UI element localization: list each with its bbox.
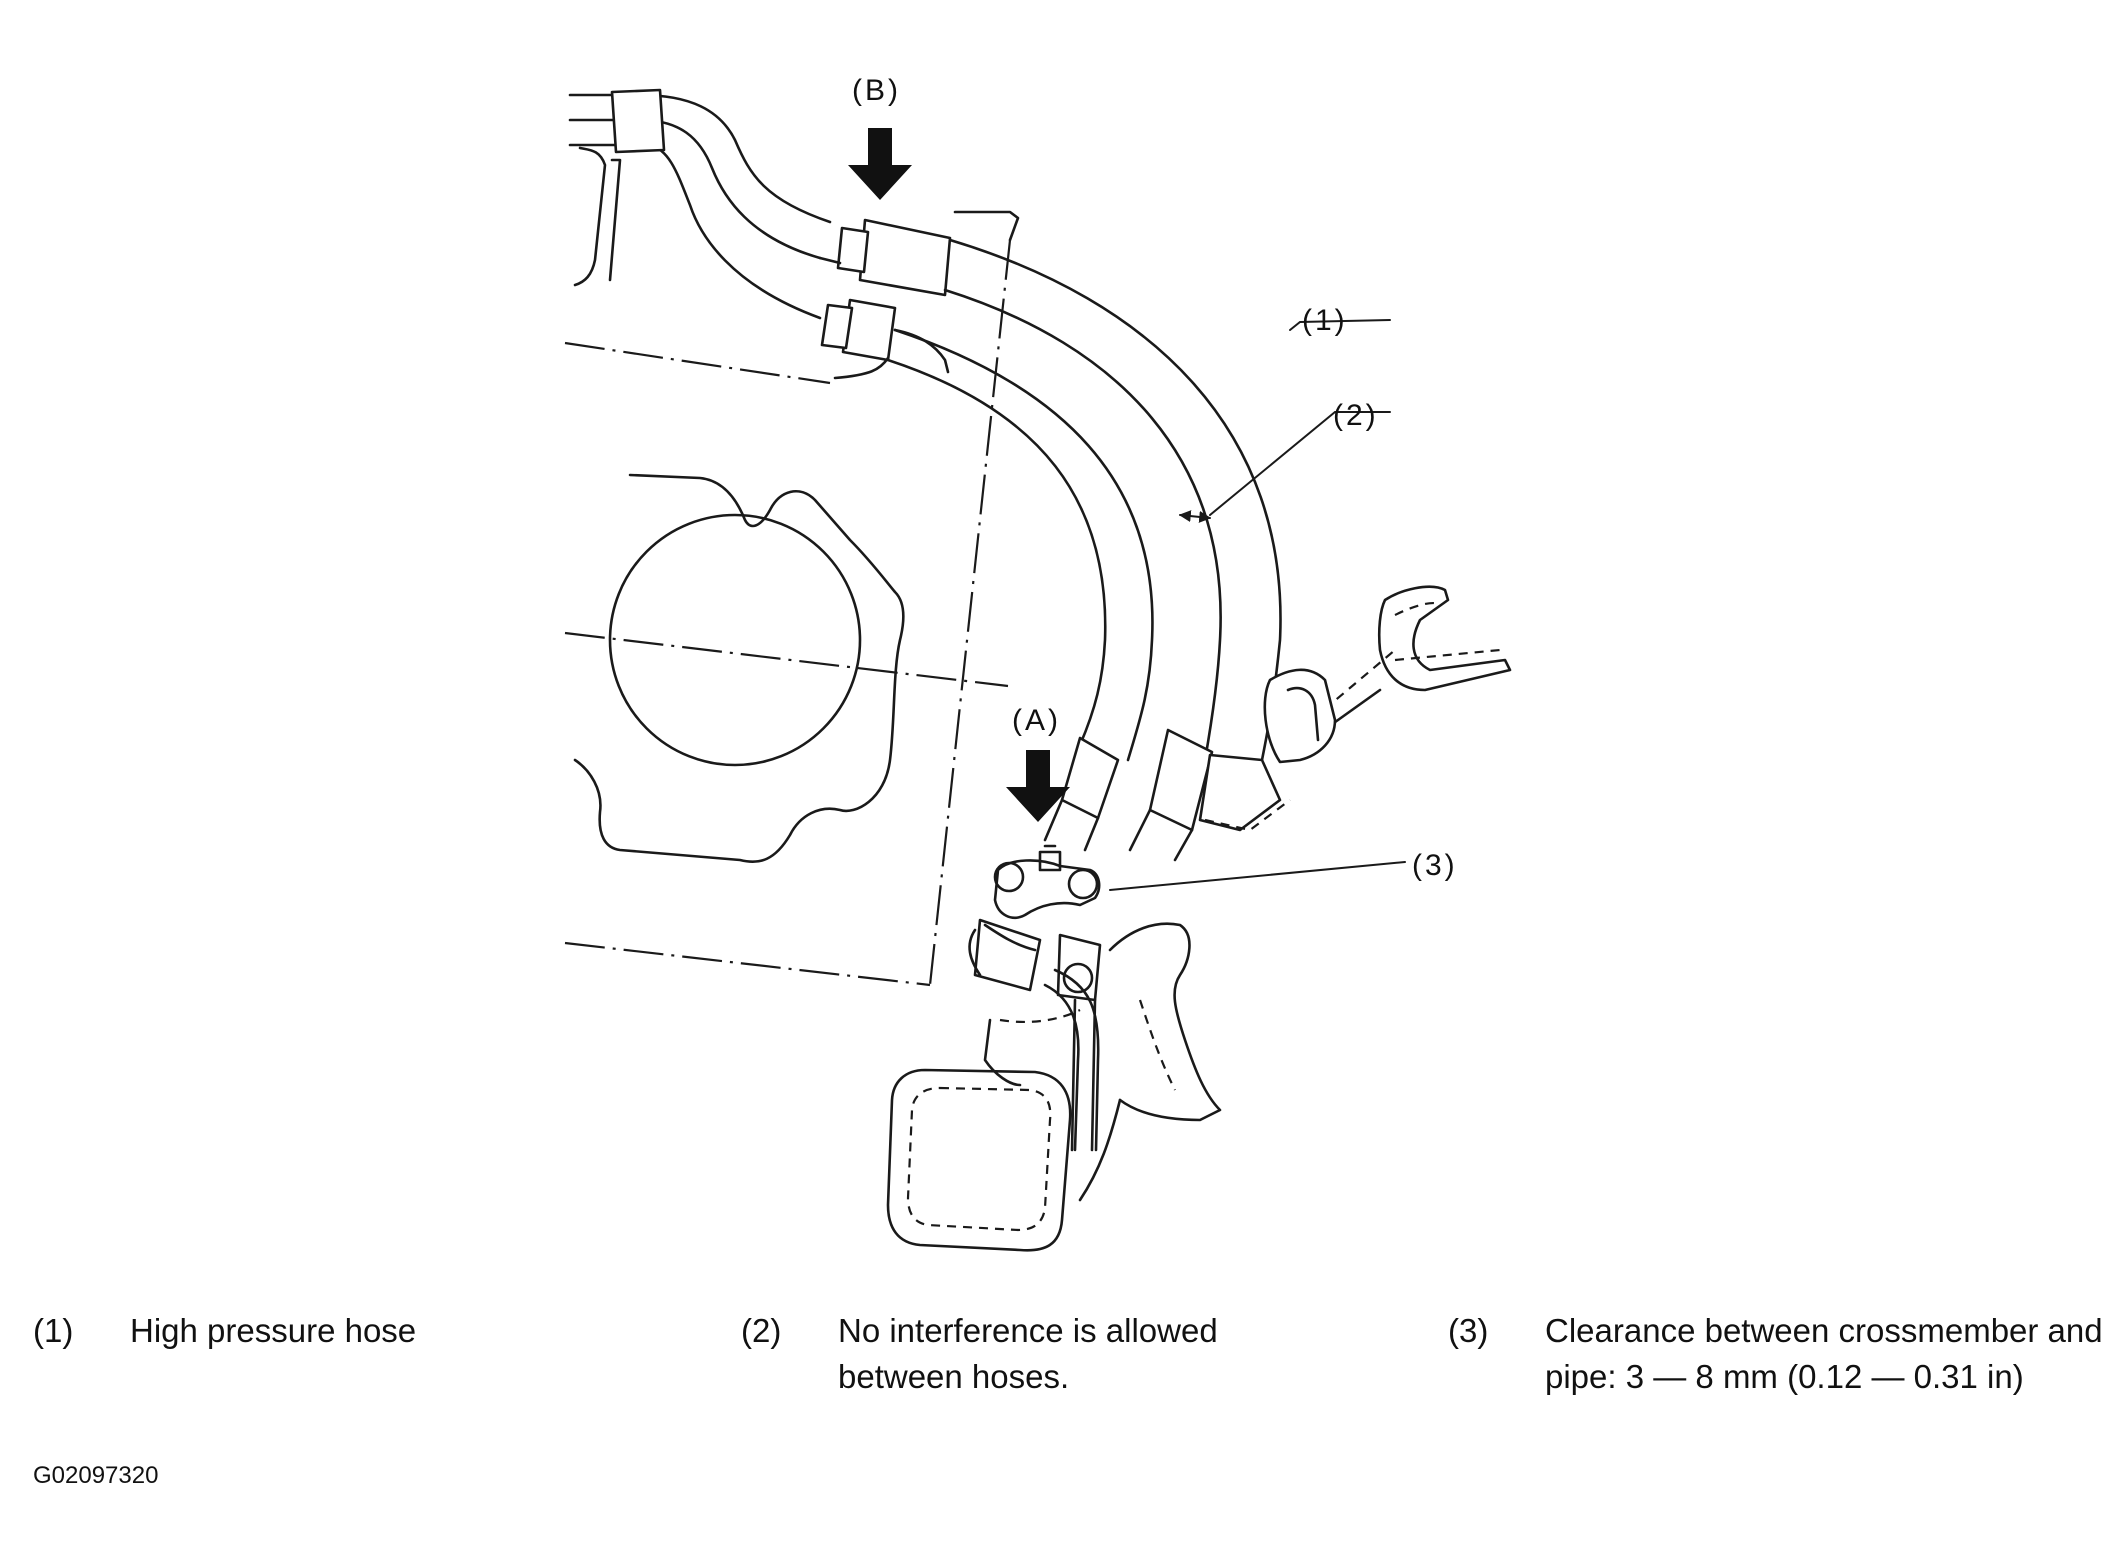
legend-number: (2) <box>741 1312 782 1349</box>
callout-a: (A) <box>1012 704 1061 737</box>
pulley-circle <box>608 513 862 767</box>
upper-hoses <box>568 88 952 380</box>
curved-hoses <box>886 238 1282 762</box>
legend-number: (1) <box>33 1312 74 1349</box>
legend-text: No interference is allowed between hoses… <box>838 1312 1218 1395</box>
lower-fittings <box>1043 728 1282 862</box>
steering-yoke <box>1204 585 1512 832</box>
callout-1: (1) <box>1302 304 1348 337</box>
engine-boss <box>573 473 905 864</box>
arrow-a <box>1006 750 1070 822</box>
crossmember <box>886 1068 1072 1252</box>
fitting-a-left <box>1060 736 1120 820</box>
legend-text: High pressure hose <box>130 1312 417 1349</box>
callout-2: (2) <box>1333 399 1379 432</box>
callout-3: (3) <box>1412 849 1458 882</box>
pipe-fitting-right <box>1056 933 1102 1002</box>
legend-text: Clearance between crossmember and pipe: … <box>1545 1312 2103 1395</box>
legend-number: (3) <box>1448 1312 1489 1349</box>
pipe-fitting-left <box>973 918 1042 992</box>
lower-piping <box>968 844 1222 1202</box>
arrow-b <box>848 128 912 200</box>
body-outline <box>564 210 1020 987</box>
figure-code: G02097320 <box>33 1462 159 1489</box>
callout-b: (B) <box>852 74 901 107</box>
fitting-b-upper <box>858 218 952 297</box>
leader-lines <box>1109 319 1406 891</box>
hose-clamp <box>610 88 666 154</box>
